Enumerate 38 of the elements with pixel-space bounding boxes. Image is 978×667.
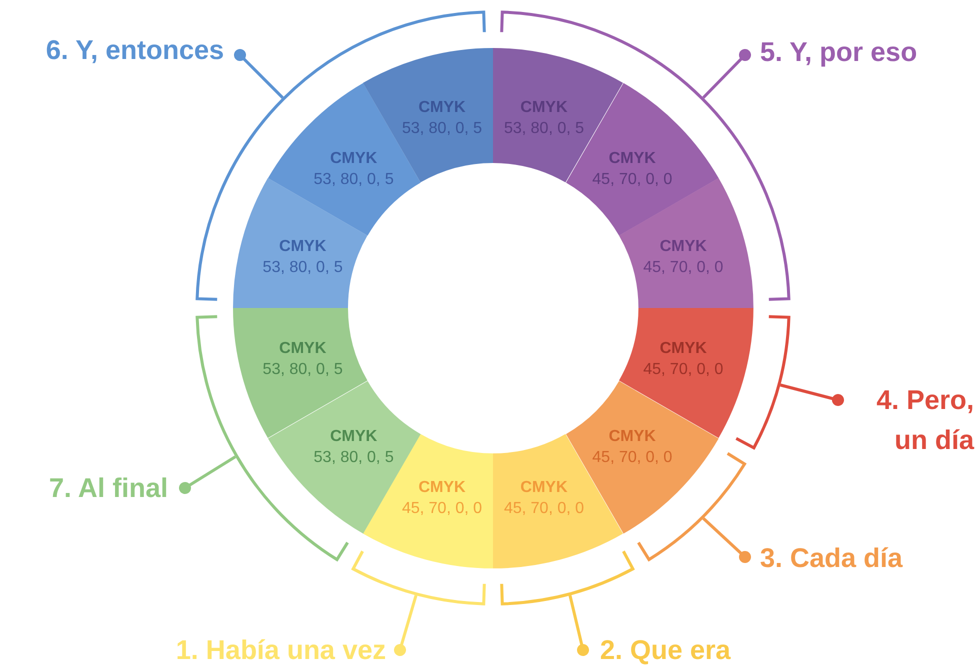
color-model-label: CMYK bbox=[329, 427, 378, 448]
color-values: 53, 80, 0, 5 bbox=[314, 170, 394, 190]
color-values: 45, 70, 0, 0 bbox=[592, 448, 672, 468]
color-model-label: CMYK bbox=[519, 478, 569, 498]
leader-line bbox=[702, 49, 751, 99]
bracket bbox=[500, 550, 634, 606]
leader-line bbox=[234, 49, 284, 99]
color-model-label: CMYK bbox=[417, 478, 467, 498]
stage-label: 2. Que era bbox=[600, 630, 731, 667]
stage-label: 3. Cada día bbox=[760, 538, 903, 578]
stage-label: 4. Pero, un día bbox=[850, 380, 974, 460]
color-model-label: CMYK bbox=[658, 338, 708, 359]
leader-line bbox=[179, 455, 236, 494]
color-model-label: CMYK bbox=[278, 338, 328, 359]
stage-label: 1. Había una vez bbox=[176, 630, 386, 667]
color-values: 53, 80, 0, 5 bbox=[262, 360, 343, 380]
bracket bbox=[736, 315, 790, 450]
stage-label: 7. Al final bbox=[48, 468, 168, 508]
leader-line bbox=[702, 517, 751, 563]
bracket bbox=[352, 550, 486, 606]
color-model-label: CMYK bbox=[608, 148, 657, 169]
bracket bbox=[500, 10, 790, 301]
color-values: 53, 80, 0, 5 bbox=[262, 258, 343, 278]
color-model-label: CMYK bbox=[658, 237, 708, 257]
leader-line bbox=[568, 595, 589, 656]
stage-label: 6. Y, entonces bbox=[46, 30, 224, 70]
color-values: 45, 70, 0, 0 bbox=[504, 499, 584, 520]
color-values: 45, 70, 0, 0 bbox=[402, 499, 482, 520]
color-model-label: CMYK bbox=[278, 237, 328, 257]
color-values: 45, 70, 0, 0 bbox=[643, 258, 724, 278]
leader-line bbox=[780, 384, 844, 406]
color-values: 53, 80, 0, 5 bbox=[314, 448, 394, 468]
stage-label: 5. Y, por eso bbox=[760, 32, 918, 72]
color-model-label: CMYK bbox=[329, 148, 378, 169]
leader-line bbox=[394, 594, 418, 656]
color-model-label: CMYK bbox=[608, 427, 657, 448]
color-values: 45, 70, 0, 0 bbox=[592, 170, 672, 190]
color-values: 45, 70, 0, 0 bbox=[643, 360, 724, 380]
